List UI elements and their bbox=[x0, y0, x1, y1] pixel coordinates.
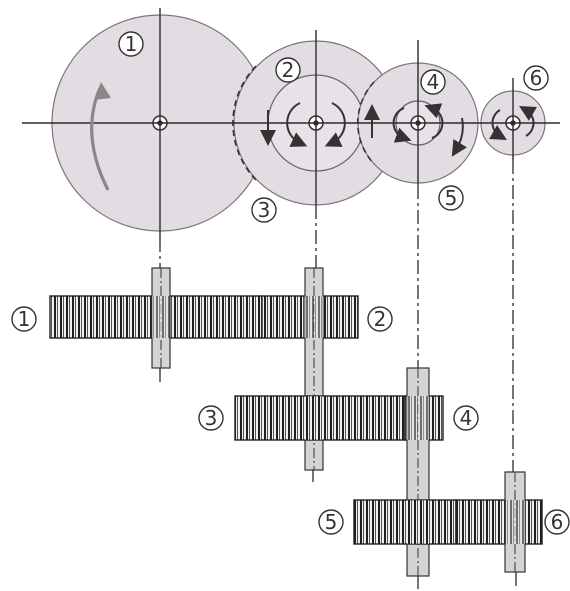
gear-5-side bbox=[353, 499, 457, 545]
gear-6-side bbox=[455, 499, 543, 545]
side-view bbox=[49, 267, 543, 577]
label-top-3: 3 bbox=[258, 198, 271, 222]
side-labels: 1 2 3 4 5 6 bbox=[11, 306, 570, 535]
projection-lines bbox=[159, 160, 517, 590]
label-side-1: 1 bbox=[18, 307, 31, 331]
rotation-arrows bbox=[90, 82, 537, 191]
label-top-2: 2 bbox=[282, 58, 295, 82]
label-side-4: 4 bbox=[460, 406, 473, 430]
label-side-3: 3 bbox=[205, 406, 218, 430]
label-top-6: 6 bbox=[530, 66, 543, 90]
label-side-2: 2 bbox=[374, 307, 387, 331]
label-side-5: 5 bbox=[325, 510, 338, 534]
label-top-5: 5 bbox=[445, 186, 458, 210]
label-side-6: 6 bbox=[551, 510, 564, 534]
top-view bbox=[22, 8, 560, 238]
label-top-4: 4 bbox=[427, 70, 440, 94]
label-top-1: 1 bbox=[125, 32, 138, 56]
top-labels: 1 2 3 4 5 6 bbox=[118, 31, 549, 223]
